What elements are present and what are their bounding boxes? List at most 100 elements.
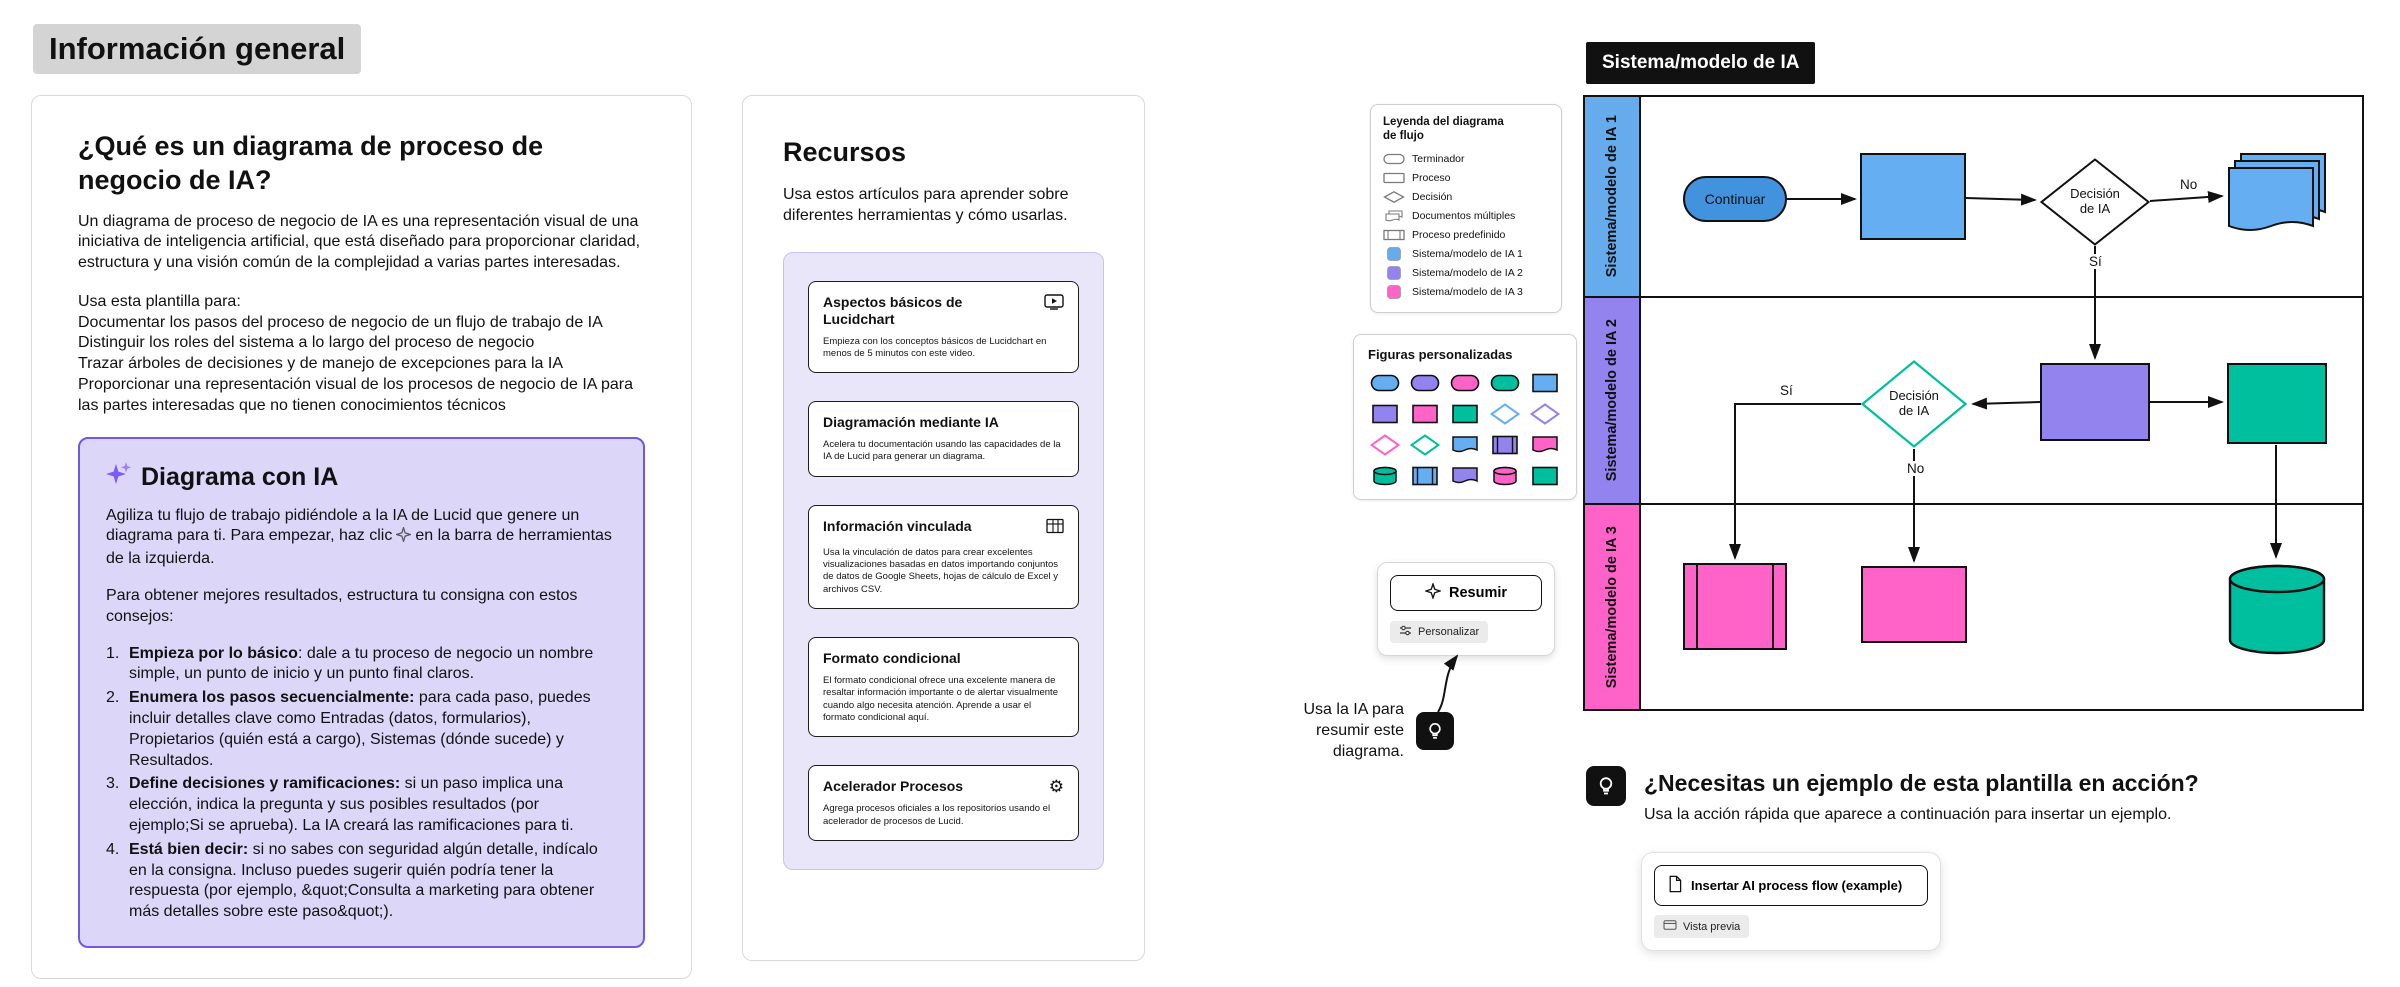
multiple-documents-shape-icon: [1383, 210, 1405, 223]
custom-shape-cyl[interactable]: [1488, 465, 1522, 487]
use-intro: Usa esta plantilla para:: [78, 292, 241, 310]
resource-title: Información vinculada: [823, 517, 972, 534]
use-item: Proporcionar una representación visual d…: [78, 376, 634, 414]
predefined-process-shape-icon: [1383, 229, 1405, 241]
resource-desc: El formato condicional ofrece una excele…: [823, 674, 1058, 723]
resource-card-linked-data[interactable]: Información vinculada Usa la vinculación…: [808, 504, 1079, 610]
preview-button[interactable]: Vista previa: [1654, 915, 1750, 938]
multiple-documents-shape[interactable]: [2227, 152, 2327, 238]
toolbar-sparkle-icon: [394, 525, 413, 546]
document-icon: [1667, 875, 1683, 896]
hint-text: Usa la IA para resumir este diagrama.: [1303, 701, 1405, 760]
process-step-purple[interactable]: [2040, 363, 2150, 441]
custom-shapes-title: Figuras personalizadas: [1368, 347, 1513, 362]
legend-item: Sistema/modelo de IA 2: [1383, 264, 1549, 283]
legend-item: Documentos múltiples: [1383, 207, 1549, 226]
custom-shape-pill[interactable]: [1408, 372, 1442, 394]
edge-label-si: Sí: [1777, 383, 1796, 398]
summarize-panel: Resumir Personalizar: [1377, 562, 1555, 656]
ai-system-1-swatch: [1383, 247, 1405, 262]
resources-card: Recursos Usa estos artículos para aprend…: [742, 95, 1145, 961]
ai-box-paragraph-2: Para obtener mejores resultados, estruct…: [106, 587, 578, 625]
ai-tip: 3. Define decisiones y ramificaciones: s…: [106, 775, 574, 835]
process-step-blue[interactable]: [1860, 153, 1966, 240]
process-step-pink[interactable]: [1861, 566, 1967, 643]
use-item: Documentar los pasos del proceso de nego…: [78, 313, 603, 331]
edge-label-no: No: [1904, 461, 1928, 476]
legend-item: Sistema/modelo de IA 1: [1383, 245, 1549, 264]
resource-title: Formato condicional: [823, 650, 961, 667]
custom-shape-pill[interactable]: [1488, 372, 1522, 394]
summarize-button[interactable]: Resumir: [1390, 575, 1542, 611]
terminator-shape-icon: [1383, 153, 1405, 165]
custom-shape-predef[interactable]: [1408, 465, 1442, 487]
predefined-process-pink[interactable]: [1683, 563, 1787, 650]
ai-tip: 4. Está bien decir: si no sabes con segu…: [106, 840, 598, 921]
resource-desc: Acelera tu documentación usando las capa…: [823, 439, 1061, 463]
resource-card-process-accelerator[interactable]: Acelerador Procesos ⚙ Agrega procesos of…: [808, 765, 1079, 841]
legend-item: Terminador: [1383, 150, 1549, 169]
quick-action-lightbulb-icon: [1586, 766, 1626, 806]
legend-item: Proceso: [1383, 169, 1549, 188]
resource-title: Acelerador Procesos: [823, 778, 964, 795]
swimlane-1-label: Sistema/modelo de IA 1: [1585, 97, 1641, 296]
resource-card-conditional-formatting[interactable]: Formato condicional El formato condicion…: [808, 637, 1079, 738]
resource-desc: Agrega procesos oficiales a los reposito…: [823, 803, 1051, 827]
custom-shape-doc[interactable]: [1528, 434, 1562, 456]
legend-title: Leyenda del diagrama de flujo: [1383, 116, 1504, 143]
terminator-continuar[interactable]: Continuar: [1683, 176, 1787, 222]
custom-shape-pill[interactable]: [1448, 372, 1482, 394]
custom-shape-doc[interactable]: [1448, 434, 1482, 456]
summarize-hint: Usa la IA para resumir este diagrama.: [1282, 700, 1454, 762]
example-heading: ¿Necesitas un ejemplo de esta plantilla …: [1644, 770, 2199, 796]
custom-shape-square[interactable]: [1528, 372, 1562, 394]
custom-shape-diamond[interactable]: [1368, 434, 1402, 456]
resources-heading: Recursos: [783, 137, 907, 167]
custom-shape-square[interactable]: [1368, 403, 1402, 425]
use-item: Trazar árboles de decisiones y de manejo…: [78, 355, 564, 373]
use-item: Distinguir los roles del sistema a lo la…: [78, 334, 535, 352]
resources-subtitle: Usa estos artículos para aprender sobre …: [783, 185, 1069, 224]
custom-shapes-grid: [1368, 372, 1562, 487]
custom-shape-diamond[interactable]: [1408, 434, 1442, 456]
sliders-icon: [1399, 625, 1412, 639]
ai-system-2-swatch: [1383, 266, 1405, 281]
database-cylinder[interactable]: [2227, 563, 2327, 657]
legend-item: Proceso predefinido: [1383, 226, 1549, 245]
example-subtitle: Usa la acción rápida que aparece a conti…: [1644, 806, 2172, 823]
custom-shape-diamond[interactable]: [1488, 403, 1522, 425]
ai-system-3-swatch: [1383, 285, 1405, 300]
custom-shape-square[interactable]: [1448, 403, 1482, 425]
resource-card-ai-diagramming[interactable]: Diagramación mediante IA Acelera tu docu…: [808, 401, 1079, 477]
lightbulb-icon: [1416, 712, 1454, 751]
custom-shape-diamond[interactable]: [1528, 403, 1562, 425]
flowchart-canvas: Sistema/modelo de IA 1 Sistema/modelo de…: [1583, 95, 2364, 711]
custom-shape-cyl[interactable]: [1368, 465, 1402, 487]
sparkle-icon: [1423, 581, 1443, 603]
custom-shape-doc[interactable]: [1448, 465, 1482, 487]
custom-shape-square[interactable]: [1528, 465, 1562, 487]
process-accelerator-icon: ⚙: [1048, 777, 1064, 797]
resource-card-lucidchart-basics[interactable]: Aspectos básicos de Lucidchart Empieza c…: [808, 280, 1079, 374]
overview-paragraph: Un diagrama de proceso de negocio de IA …: [78, 212, 641, 272]
diagram-title-badge: Sistema/modelo de IA: [1586, 42, 1816, 84]
edge-label-no: No: [2177, 177, 2201, 192]
process-step-teal[interactable]: [2227, 363, 2327, 444]
custom-shape-predef[interactable]: [1488, 434, 1522, 456]
swimlane-3-label: Sistema/modelo de IA 3: [1585, 505, 1641, 709]
legend-item: Decisión: [1383, 188, 1549, 207]
overview-heading: ¿Qué es un diagrama de proceso de negoci…: [78, 131, 544, 195]
flowchart-legend: Leyenda del diagrama de flujo Terminador…: [1370, 104, 1562, 313]
insert-example-button[interactable]: Insertar AI process flow (example): [1654, 865, 1928, 906]
data-linking-icon: [1046, 518, 1064, 539]
legend-item: Sistema/modelo de IA 3: [1383, 283, 1549, 302]
sparkle-ai-icon: [106, 461, 132, 494]
overview-card: ¿Qué es un diagrama de proceso de negoci…: [31, 95, 692, 980]
customize-button[interactable]: Personalizar: [1390, 621, 1489, 643]
custom-shape-pill[interactable]: [1368, 372, 1402, 394]
custom-shape-square[interactable]: [1408, 403, 1442, 425]
resource-title: Diagramación mediante IA: [823, 414, 999, 431]
edge-label-si: Sí: [2086, 254, 2105, 269]
